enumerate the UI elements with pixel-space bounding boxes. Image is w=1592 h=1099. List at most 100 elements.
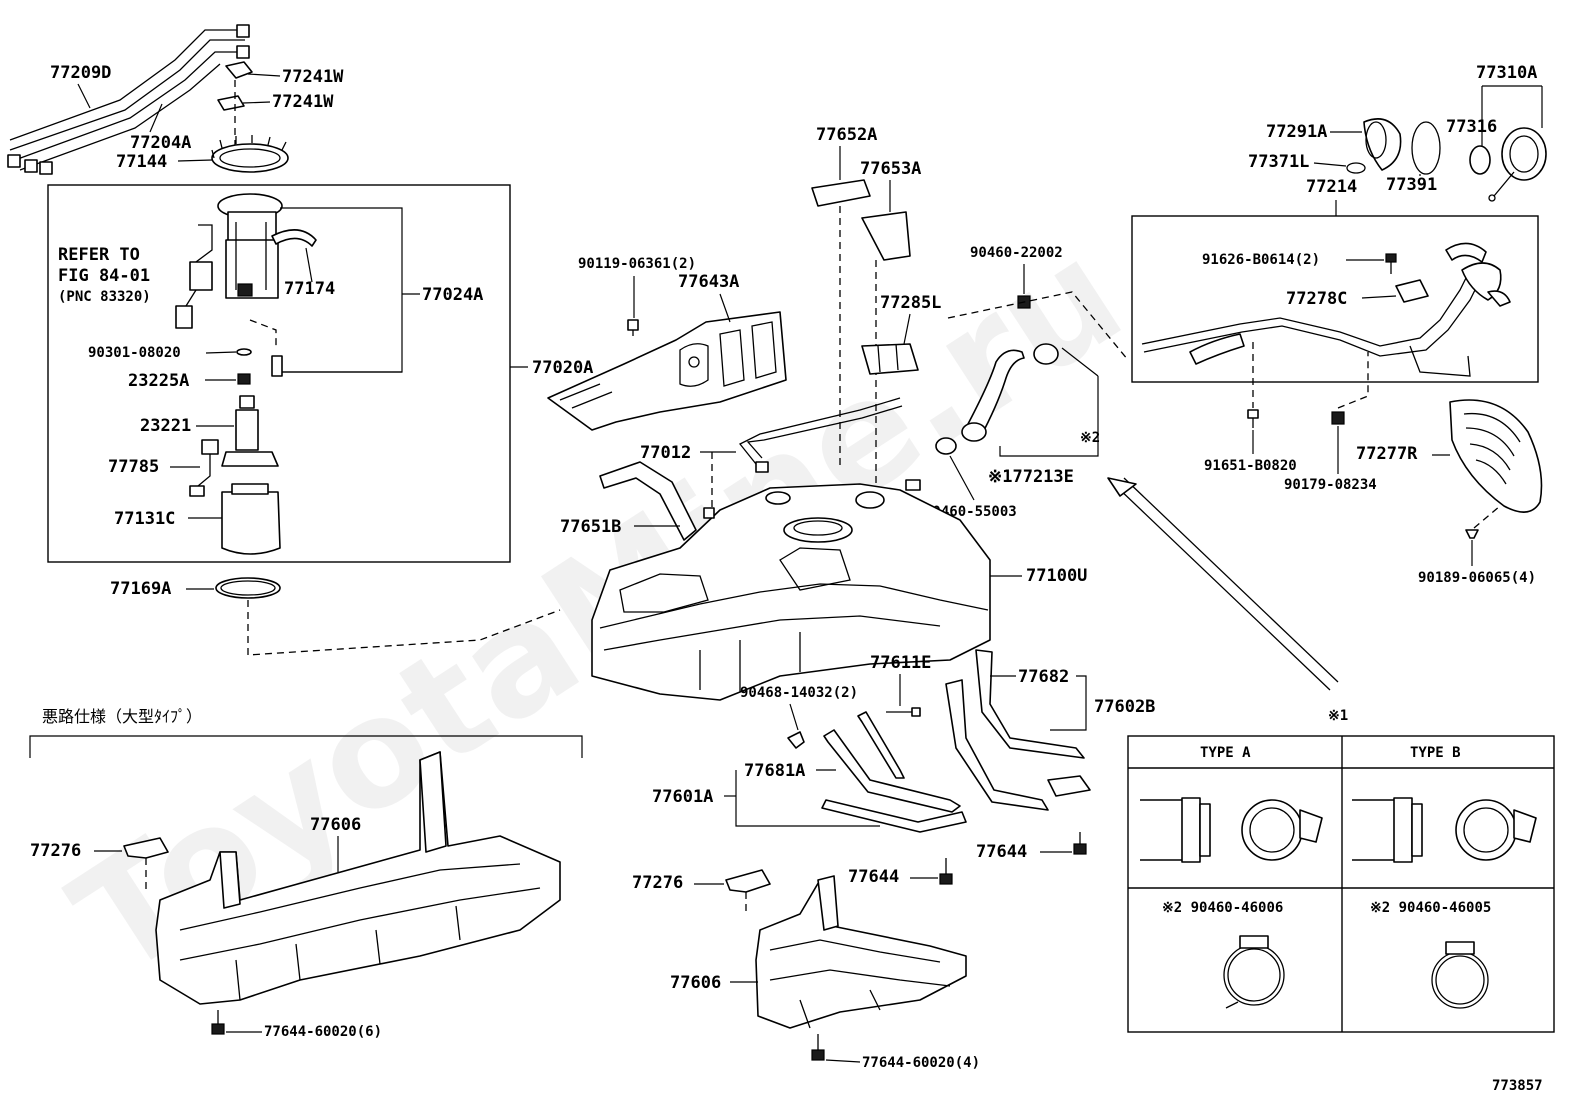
label-90179-08234: 90179-08234 (1284, 477, 1377, 493)
label-77213E: ※177213E (988, 467, 1074, 487)
clamp-77278C (1395, 279, 1429, 303)
clip-77285L (861, 343, 919, 375)
clamp-90460-55003 (935, 437, 957, 455)
bolt-91626 (1385, 253, 1397, 274)
label-90189-06065: 90189-06065(4) (1418, 570, 1536, 586)
label-77653A: 77653A (860, 159, 921, 179)
ring-77371L (1346, 162, 1366, 174)
label-77276-b: 77276 (632, 873, 683, 893)
fuel-line-assembly (7, 24, 250, 175)
label-77643A: 77643A (678, 272, 739, 292)
gasket-77391 (1411, 121, 1441, 175)
label-77241W-2: 77241W (272, 92, 334, 112)
label-23225A: 23225A (128, 371, 189, 391)
protector-77277R (1449, 399, 1543, 513)
bolt-77611E (886, 707, 921, 717)
bolt-77644-60020-b (811, 1034, 825, 1061)
label-90460-22002: 90460-22002 (970, 245, 1063, 261)
band-77681A (821, 711, 967, 833)
pump-gaskets (217, 61, 253, 111)
label-77169A: 77169A (110, 579, 171, 599)
label-77131C: 77131C (114, 509, 175, 529)
label-77391: 77391 (1386, 175, 1437, 195)
sub-tank-77131C (221, 483, 281, 555)
pump-assembly-box (47, 184, 511, 563)
wire-harness-77785 (189, 439, 219, 497)
label-77644-a: 77644 (848, 867, 899, 887)
refer-note-line-2: FIG 84-01 (58, 266, 150, 286)
label-77644-b: 77644 (976, 842, 1027, 862)
bolt-77644-b (1073, 832, 1087, 855)
filler-pipe-77214 (1141, 242, 1511, 377)
label-90301-08020: 90301-08020 (88, 345, 181, 361)
label-77644-60020-4: 77644-60020(4) (862, 1055, 980, 1071)
label-77012: 77012 (640, 443, 691, 463)
type-a-connector (1140, 797, 1323, 863)
label-23221: 23221 (140, 416, 191, 436)
bracket-77276-a (123, 837, 169, 859)
label-77310A: 77310A (1476, 63, 1537, 83)
label-91626-B0614: 91626-B0614(2) (1202, 252, 1320, 268)
label-77651B: 77651B (560, 517, 621, 537)
label-77277R: 77277R (1356, 444, 1418, 464)
type-a-header: TYPE A (1200, 745, 1251, 761)
cap-77291A (1363, 118, 1402, 171)
label-77682: 77682 (1018, 667, 1069, 687)
label-77611E: 77611E (870, 653, 931, 673)
vent-tube-77012 (738, 397, 903, 473)
label-77316-visible: 77316 (1446, 117, 1497, 137)
label-91651-B0820: 91651-B0820 (1204, 458, 1297, 474)
bolt-77644-60020-a (211, 1010, 225, 1035)
label-77371L: 77371L (1248, 152, 1309, 172)
clamp-a-label: ※2 90460-46006 (1162, 900, 1283, 916)
callout-arrow (1115, 485, 1331, 691)
label-77644-60020-6: 77644-60020(6) (264, 1024, 382, 1040)
label-77285L: 77285L (880, 293, 941, 313)
label-90468-14032: 90468-14032(2) (740, 685, 858, 701)
label-77020A: 77020A (532, 358, 593, 378)
fuel-tank-77100U (591, 479, 991, 701)
label-77785: 77785 (108, 457, 159, 477)
figure-number: 773857 (1492, 1078, 1543, 1094)
filter-23225A (237, 373, 251, 385)
label-77606-a: 77606 (310, 815, 361, 835)
label-77100U: 77100U (1026, 566, 1087, 586)
band-77651B (599, 461, 697, 541)
screw-90189 (1465, 529, 1479, 539)
label-77214: 77214 (1306, 177, 1357, 197)
clip-90468 (787, 731, 805, 749)
label-77602B: 77602B (1094, 697, 1155, 717)
bracket-77276-b (725, 869, 771, 893)
refer-note-line-3: (PNC 83320) (58, 289, 151, 305)
clamp-b-label: ※2 90460-46005 (1370, 900, 1491, 916)
protector-77606-b (755, 875, 967, 1029)
label-77652A: 77652A (816, 125, 877, 145)
filler-pipe-box (1131, 215, 1539, 383)
label-90119-06361: 90119-06361(2) (578, 256, 696, 272)
label-77144: 77144 (116, 152, 167, 172)
label-77681A: 77681A (744, 761, 805, 781)
label-77204A: 77204A (130, 133, 191, 153)
rough-road-spec-note: 悪路仕様（大型ﾀｲﾌﾟ） (42, 707, 202, 726)
clamp-90460-46005 (1431, 941, 1489, 1009)
label-77209D: 77209D (50, 63, 111, 83)
filler-hose-77213E (961, 343, 1059, 442)
label-77291A: 77291A (1266, 122, 1327, 142)
refer-note-line-1: REFER TO (58, 245, 140, 265)
ring-77316 (1469, 145, 1491, 175)
note-mark-1-table: ※1 (1328, 708, 1348, 724)
check-valve (271, 355, 283, 377)
fuel-cap-77310A (1488, 127, 1547, 202)
bolt-91651 (1247, 409, 1259, 428)
clamp-90460-46006 (1223, 935, 1285, 1009)
lock-ring-77144 (211, 135, 289, 173)
label-77024A: 77024A (422, 285, 483, 305)
type-b-header: TYPE B (1410, 745, 1461, 761)
type-b-connector (1352, 797, 1537, 863)
label-77276-a: 77276 (30, 841, 81, 861)
insulator-77653A (861, 211, 911, 261)
label-77174: 77174 (284, 279, 335, 299)
insulator-77652A (811, 179, 871, 207)
type-table (1127, 735, 1555, 1033)
